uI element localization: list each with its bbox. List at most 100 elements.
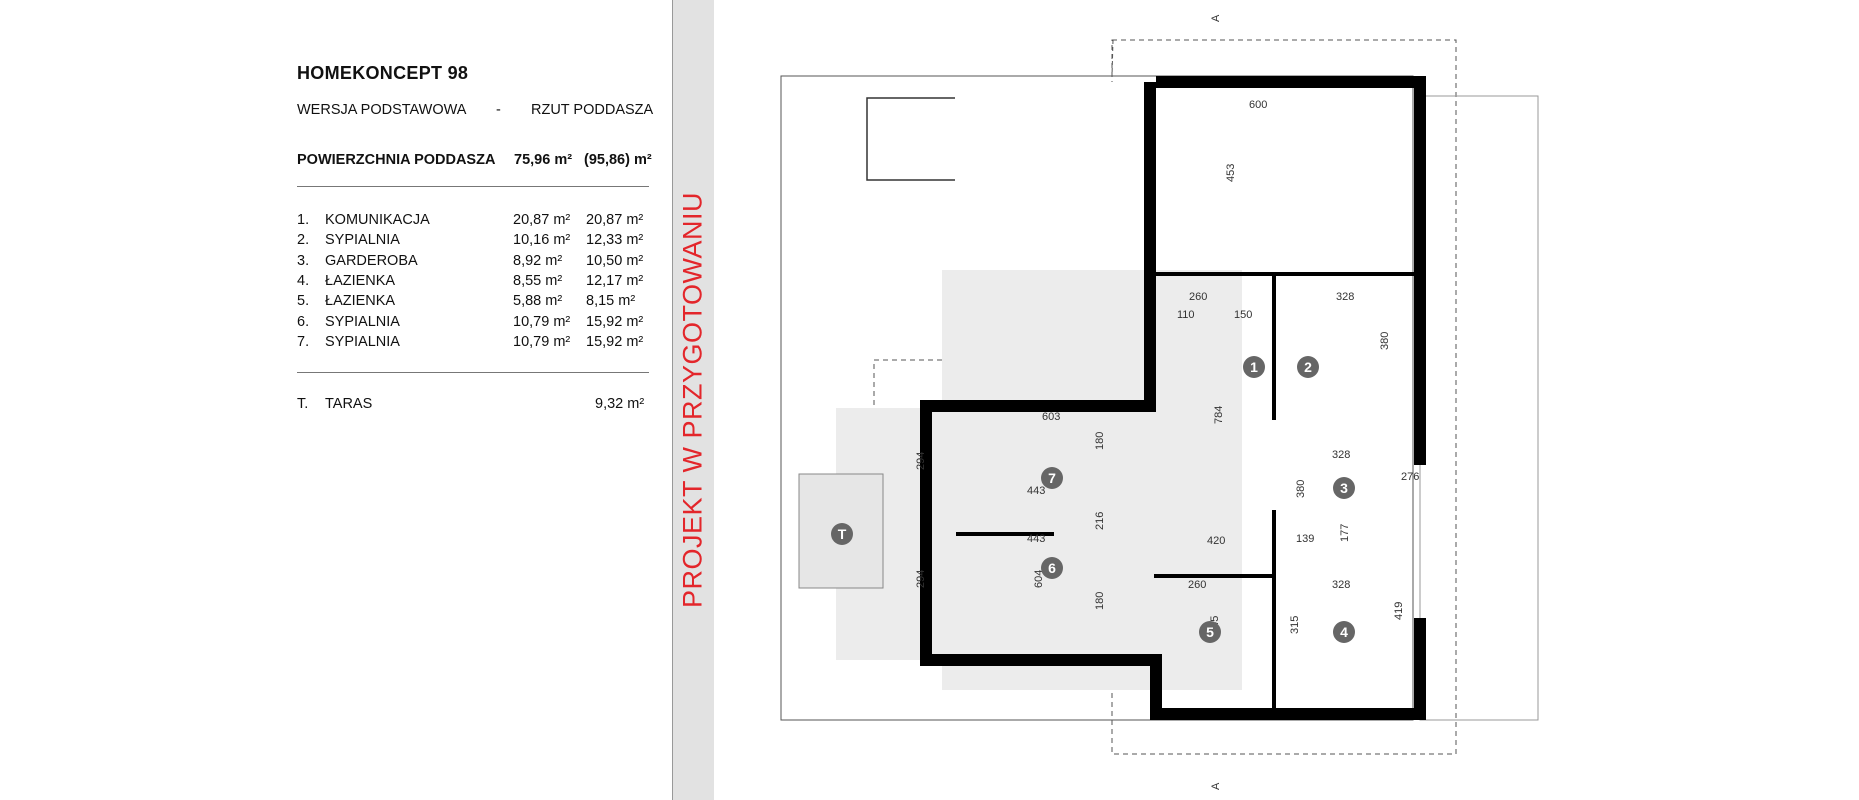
exterior-walls xyxy=(920,76,1426,720)
project-title: HOMEKONCEPT 98 xyxy=(297,63,469,83)
room-area-alt: 10,50 m² xyxy=(586,252,644,269)
dimension-label: 139 xyxy=(1296,533,1314,545)
section-marker-bottom: A xyxy=(1210,782,1222,790)
room-area: 8,55 m² xyxy=(513,272,563,289)
dimension-label: 177 xyxy=(1339,524,1351,542)
room-num: 5. xyxy=(297,293,310,310)
room-area: 10,79 m² xyxy=(513,313,571,330)
terrace-row: T. TARAS 9,32 m² xyxy=(297,396,649,416)
room-area-alt: 15,92 m² xyxy=(586,313,644,330)
svg-text:2: 2 xyxy=(1304,359,1312,375)
dimension-label: 453 xyxy=(1225,164,1237,182)
room-badge: 1 xyxy=(1243,356,1265,378)
room-row: 4. ŁAZIENKA 8,55 m² 12,17 m² xyxy=(297,273,649,293)
svg-text:4: 4 xyxy=(1340,624,1348,640)
room-row: 2. SYPIALNIA 10,16 m² 12,33 m² xyxy=(297,232,649,252)
dimension-label: 443 xyxy=(1027,485,1045,497)
room-badge: 6 xyxy=(1041,557,1063,579)
dimension-label: 276 xyxy=(1401,471,1419,483)
dimension-label: 328 xyxy=(1332,449,1350,461)
area-label: POWIERZCHNIA PODDASZA xyxy=(297,152,496,168)
dimension-label: 420 xyxy=(1207,535,1225,547)
area-value: 75,96 m² xyxy=(514,152,573,168)
dimension-label: 260 xyxy=(1188,579,1206,591)
room-num: 7. xyxy=(297,333,310,350)
svg-text:6: 6 xyxy=(1048,560,1056,576)
info-panel: HOMEKONCEPT 98 WERSJA PODSTAWOWA - RZUT … xyxy=(0,0,672,800)
room-name: ŁAZIENKA xyxy=(325,293,396,310)
dimension-label: 150 xyxy=(1234,309,1252,321)
svg-text:T: T xyxy=(838,526,847,542)
room-area-alt: 12,33 m² xyxy=(586,232,644,249)
room-row: 6. SYPIALNIA 10,79 m² 15,92 m² xyxy=(297,314,649,334)
room-num: 4. xyxy=(297,272,310,289)
room-num: 2. xyxy=(297,232,310,249)
room-row: 5. ŁAZIENKA 5,88 m² 8,15 m² xyxy=(297,293,649,313)
room-badge: 5 xyxy=(1199,621,1221,643)
room-num: 3. xyxy=(297,252,310,269)
room-area: 8,92 m² xyxy=(513,252,563,269)
version-label: WERSJA PODSTAWOWA xyxy=(297,102,467,118)
room-area-alt: 20,87 m² xyxy=(586,212,644,228)
svg-text:7: 7 xyxy=(1048,470,1056,486)
room-num: 1. xyxy=(297,212,310,228)
room-area-alt: 12,17 m² xyxy=(586,272,644,289)
room-name: ŁAZIENKA xyxy=(325,272,396,289)
dimension-label: 180 xyxy=(1094,432,1106,450)
dimension-label: 380 xyxy=(1379,332,1391,350)
svg-text:5: 5 xyxy=(1206,624,1214,640)
divider xyxy=(297,372,649,373)
room-area-alt: 8,15 m² xyxy=(586,293,636,310)
dimension-label: 380 xyxy=(1295,480,1307,498)
room-area: 10,79 m² xyxy=(513,333,571,350)
dimension-label: 216 xyxy=(1094,512,1106,530)
dimension-label: 180 xyxy=(1094,592,1106,610)
floor-area xyxy=(836,82,1242,690)
dimension-label: 443 xyxy=(1027,533,1045,545)
section-marker-top: A xyxy=(1210,14,1222,22)
interior-walls xyxy=(956,272,1418,714)
dimension-label: 328 xyxy=(1332,579,1350,591)
room-num: 6. xyxy=(297,313,310,330)
terrace-name: TARAS xyxy=(325,396,373,412)
room-area: 10,16 m² xyxy=(513,232,571,249)
terrace-area: 9,32 m² xyxy=(595,396,645,412)
dimension-label: 260 xyxy=(1189,291,1207,303)
dimension-label: 604 xyxy=(1033,570,1045,588)
roof-tiles xyxy=(1419,95,1539,721)
dimension-label: 600 xyxy=(1249,99,1267,111)
room-badge: T xyxy=(831,523,853,545)
room-row: 1. KOMUNIKACJA 20,87 m² 20,87 m² xyxy=(297,212,649,232)
dimension-label: 328 xyxy=(1336,291,1354,303)
room-area: 20,87 m² xyxy=(513,212,571,228)
room-name: SYPIALNIA xyxy=(325,333,400,350)
dimension-label: 419 xyxy=(1393,602,1405,620)
section-markers: A A xyxy=(1210,14,1222,790)
dimension-label: 294 xyxy=(915,570,927,588)
room-row: 3. GARDEROBA 8,92 m² 10,50 m² xyxy=(297,253,649,273)
divider xyxy=(297,186,649,187)
room-name: SYPIALNIA xyxy=(325,313,400,330)
svg-text:1: 1 xyxy=(1250,359,1258,375)
status-banner: PROJEKT W PRZYGOTOWANIU xyxy=(677,191,708,609)
dimension-label: 315 xyxy=(1289,616,1301,634)
terrace-num: T. xyxy=(297,396,309,412)
area-value-alt: (95,86) m² xyxy=(584,152,652,168)
room-area-alt: 15,92 m² xyxy=(586,333,644,350)
room-badges: 1 2 3 4 5 6 7T xyxy=(831,356,1355,643)
room-badge: 3 xyxy=(1333,477,1355,499)
room-badge: 4 xyxy=(1333,621,1355,643)
room-name: KOMUNIKACJA xyxy=(325,212,430,228)
room-badge: 7 xyxy=(1041,467,1063,489)
dimension-label: 603 xyxy=(1042,411,1060,423)
dimension-label: 294 xyxy=(915,452,927,470)
dimension-label: 784 xyxy=(1213,406,1225,424)
room-badge: 2 xyxy=(1297,356,1319,378)
room-name: SYPIALNIA xyxy=(325,232,400,249)
status-strip xyxy=(672,0,714,800)
room-name: GARDEROBA xyxy=(325,252,418,269)
view-label: RZUT PODDASZA xyxy=(531,102,654,118)
room-area: 5,88 m² xyxy=(513,293,563,310)
